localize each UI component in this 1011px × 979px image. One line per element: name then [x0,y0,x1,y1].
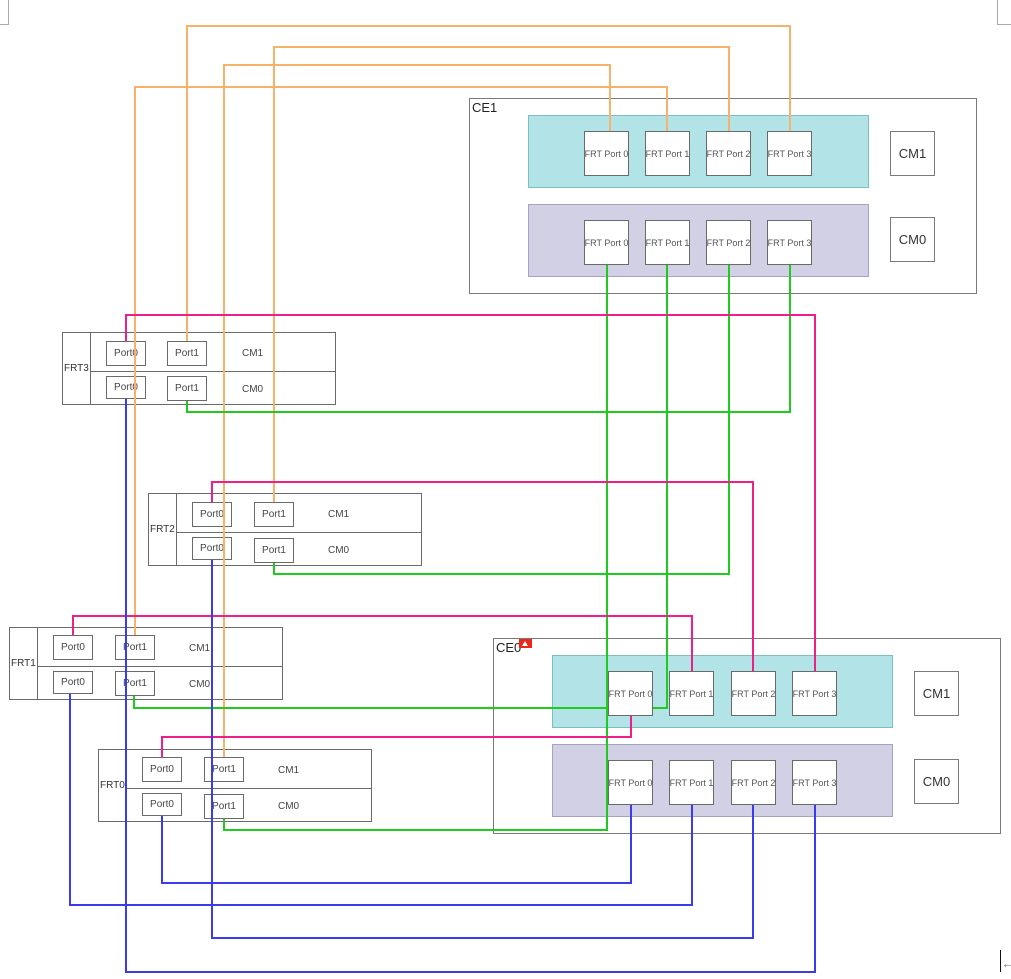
page-corner-top-left [0,0,9,25]
ce0-cm1-frt-port-1[interactable]: FRT Port 1 [669,671,714,716]
frt1-cm1-port1[interactable]: Port1 [115,635,155,660]
ce1-cm0-panel [528,204,869,277]
frt3-cm1-port0[interactable]: Port0 [106,341,146,366]
frt3-row-divider [90,371,335,372]
ce0-cm1-box[interactable]: CM1 [914,671,959,716]
ce1-label: CE1 [472,100,498,115]
frt2-cm1-label: CM1 [328,509,350,520]
frt2-cm0-port1[interactable]: Port1 [254,538,294,563]
ce1-cm1-frt-port-1[interactable]: FRT Port 1 [645,131,690,176]
ce1-cm1-box[interactable]: CM1 [890,131,935,176]
ce0-cm1-frt-port-2[interactable]: FRT Port 2 [731,671,776,716]
frt3-cm0-port1[interactable]: Port1 [167,376,207,401]
ce1-cm1-frt-port-3[interactable]: FRT Port 3 [767,131,812,176]
frt0-cm1-port0[interactable]: Port0 [142,757,182,782]
ce0-cm0-frt-port-2[interactable]: FRT Port 2 [731,760,776,805]
frt0-cm0-port0[interactable]: Port0 [142,793,182,816]
ce0-cm0-frt-port-1[interactable]: FRT Port 1 [669,760,714,805]
arrow-left-icon: ← [1001,955,1011,971]
frt1-label: FRT1 [11,658,36,669]
ce1-cm1-frt-port-2[interactable]: FRT Port 2 [706,131,751,176]
frt1-cm0-port1[interactable]: Port1 [115,671,155,696]
frt0-row-divider [126,788,371,789]
ce1-cm0-frt-port-0[interactable]: FRT Port 0 [584,220,629,265]
ce0-cm0-panel [552,744,893,817]
frt1-row-divider [37,666,282,667]
ce0-label: CE0 [496,640,522,655]
frt3-cm1-port1[interactable]: Port1 [167,341,207,366]
frt2-cm0-port0[interactable]: Port0 [192,537,232,560]
frt3-cm0-port0[interactable]: Port0 [106,376,146,399]
frt0-cm1-port1[interactable]: Port1 [204,757,244,782]
ce0-cm0-box[interactable]: CM0 [914,759,959,804]
frt1-cm1-port0[interactable]: Port0 [53,635,93,660]
frt0-label: FRT0 [100,780,125,791]
ce1-cm0-frt-port-2[interactable]: FRT Port 2 [706,220,751,265]
frt1-divider [37,628,38,699]
ce0-cm1-frt-port-0[interactable]: FRT Port 0 [608,671,653,716]
frt0-cm0-label: CM0 [278,801,300,812]
ce1-cm1-frt-port-0[interactable]: FRT Port 0 [584,131,629,176]
frt1-cm1-label: CM1 [189,643,211,654]
frt2-row-divider [176,532,421,533]
frt2-divider [176,494,177,565]
ce1-cm0-frt-port-3[interactable]: FRT Port 3 [767,220,812,265]
page-corner-top-right [997,0,1011,25]
frt3-cm1-label: CM1 [242,348,264,359]
ce0-cm0-frt-port-3[interactable]: FRT Port 3 [792,760,837,805]
red-flag-marker-icon [519,639,532,648]
frt3-divider [90,333,91,404]
ce1-cm0-box[interactable]: CM0 [890,217,935,262]
frt3-cm0-label: CM0 [242,384,264,395]
frt2-label: FRT2 [150,524,175,535]
frt1-cm0-label: CM0 [189,679,211,690]
ce0-cm1-frt-port-3[interactable]: FRT Port 3 [792,671,837,716]
frt3-label: FRT3 [64,363,89,374]
ce1-cm1-panel [528,115,869,188]
ce0-cm1-panel [552,655,893,728]
text-cursor-icon [1000,950,1001,972]
frt2-cm1-port1[interactable]: Port1 [254,502,294,527]
frt1-cm0-port0[interactable]: Port0 [53,671,93,694]
ce1-cm0-frt-port-1[interactable]: FRT Port 1 [645,220,690,265]
frt2-cm0-label: CM0 [328,545,350,556]
frt2-cm1-port0[interactable]: Port0 [192,502,232,527]
frt0-cm0-port1[interactable]: Port1 [204,794,244,819]
frt0-cm1-label: CM1 [278,765,300,776]
ce0-cm0-frt-port-0[interactable]: FRT Port 0 [608,760,653,805]
